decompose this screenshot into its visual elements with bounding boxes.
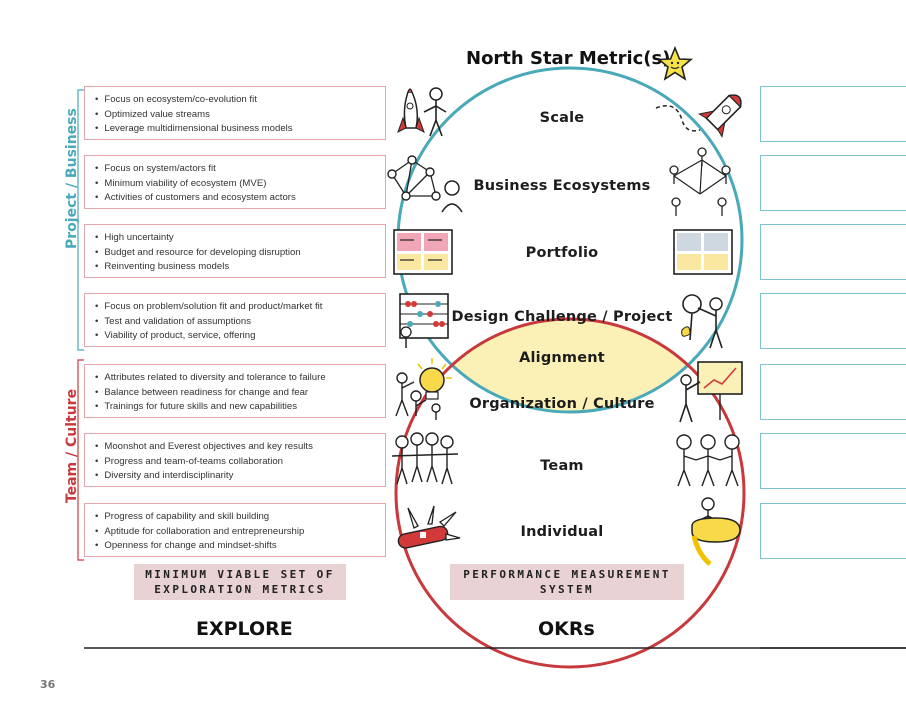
level-individual: Individual [520,524,604,540]
metric-box-design-challenge: Focus on problem/solution fit and produc… [84,293,386,347]
okrs-heading: OKRs [538,618,595,640]
list-item: Leverage multidimensional business model… [95,122,385,137]
metric-box-individual: Progress of capability and skill buildin… [84,503,386,557]
level-business-ecosystems: Business Ecosystems [473,178,651,194]
list-item: Openness for change and mindset-shifts [95,539,385,554]
explore-tag-line2: EXPLORATION METRICS [154,583,326,596]
list-item: Aptitude for collaboration and entrepren… [95,525,385,540]
team-icon [391,432,459,485]
network-icon [387,155,463,213]
level-design-challenge: Design Challenge / Project [451,309,673,325]
list-item: Moonshot and Everest objectives and key … [95,440,385,455]
chart-presentation-icon [679,361,743,423]
magnifier-icon [681,294,723,349]
list-item: Progress of capability and skill buildin… [95,510,385,525]
measuring-tape-icon [691,497,741,566]
metric-box-organization: Attributes related to diversity and tole… [84,364,386,418]
abacus-icon [399,293,449,348]
level-portfolio: Portfolio [525,245,599,261]
okr-box-3 [760,224,906,280]
okr-tag-line1: PERFORMANCE MEASUREMENT [463,568,671,581]
list-item: High uncertainty [95,231,385,246]
okr-box-7 [760,503,906,559]
list-item: Balance between readiness for change and… [95,386,385,401]
swiss-knife-icon [397,505,461,549]
okr-box-4 [760,293,906,349]
okr-tag-line2: SYSTEM [539,583,595,596]
level-team: Team [540,458,584,474]
list-item: Progress and team-of-teams collaboration [95,455,385,470]
list-item: Viability of product, service, offering [95,329,385,344]
explore-tag: MINIMUM VIABLE SET OF EXPLORATION METRIC… [134,564,346,600]
level-scale: Scale [539,110,585,126]
star-icon [656,45,694,81]
board-icon [393,229,453,275]
metric-box-portfolio: High uncertainty Budget and resource for… [84,224,386,278]
okr-box-1 [760,86,906,142]
list-item: Optimized value streams [95,108,385,123]
list-item: Reinventing business models [95,260,385,275]
level-alignment: Alignment [519,350,605,366]
metric-box-scale: Focus on ecosystem/co-evolution fit Opti… [84,86,386,140]
list-item: Focus on problem/solution fit and produc… [95,300,385,315]
bottom-circle [394,317,746,669]
okr-tag: PERFORMANCE MEASUREMENT SYSTEM [450,564,684,600]
metric-box-business-ecosystems: Focus on system/actors fit Minimum viabi… [84,155,386,209]
okr-box-5 [760,364,906,420]
list-item: Focus on ecosystem/co-evolution fit [95,93,385,108]
page-number: 36 [40,678,56,691]
board-icon-right [673,229,733,275]
side-brackets [77,89,84,561]
explore-tag-line1: MINIMUM VIABLE SET OF [145,568,335,581]
rocket-icon [655,94,742,138]
list-item: Trainings for future skills and new capa… [95,400,385,415]
list-item: Focus on system/actors fit [95,162,385,177]
list-item: Diversity and interdisciplinarity [95,469,385,484]
team-icon-right [676,434,740,487]
lightbulb-icon [395,358,452,420]
level-organization-culture: Organization / Culture [469,396,655,412]
metric-box-team: Moonshot and Everest objectives and key … [84,433,386,487]
explore-heading: EXPLORE [196,618,293,640]
list-item: Test and validation of assumptions [95,315,385,330]
okr-box-2 [760,155,906,211]
list-item: Minimum viability of ecosystem (MVE) [95,177,385,192]
list-item: Activities of customers and ecosystem ac… [95,191,385,206]
list-item: Budget and resource for developing disru… [95,246,385,261]
list-item: Attributes related to diversity and tole… [95,371,385,386]
okr-box-6 [760,433,906,489]
north-star-title: North Star Metric(s) [466,48,671,69]
network-people-icon [669,147,731,216]
person-rocket-icon [397,87,447,137]
